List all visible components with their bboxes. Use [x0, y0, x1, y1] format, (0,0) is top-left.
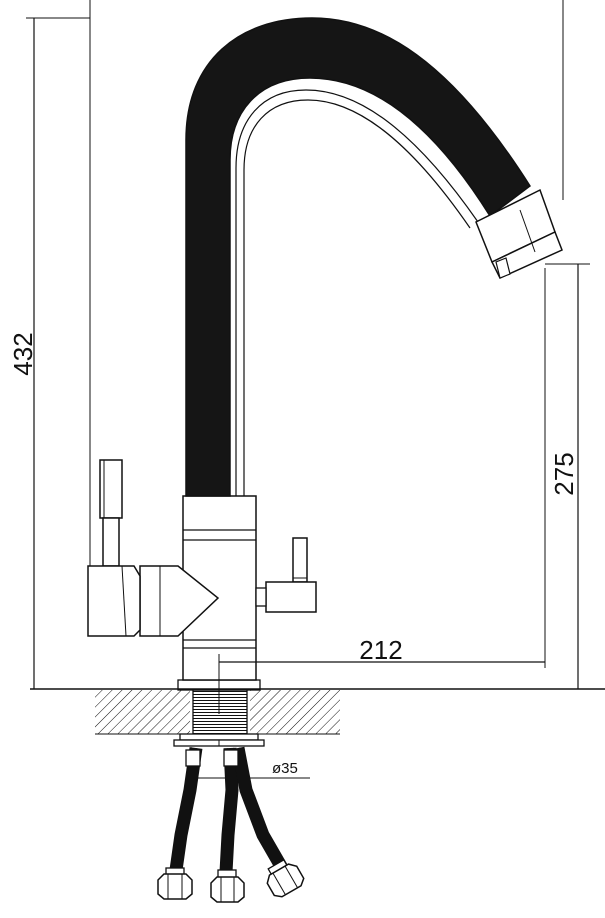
- right-filter-handle: [255, 537, 317, 613]
- spout: [185, 17, 563, 497]
- left-lever-handle: [87, 459, 141, 637]
- supply-hoses: [157, 746, 305, 903]
- hose-nut-right: [266, 859, 305, 898]
- dim-spout-reach-label: 212: [359, 635, 402, 665]
- dim-hole-diameter-label: ø35: [272, 760, 298, 777]
- dimension-lines: [26, 0, 590, 786]
- mounting-shank: [173, 679, 265, 747]
- dim-spout-height-label: 275: [549, 452, 579, 495]
- dim-total-height-label: 432: [8, 332, 38, 375]
- countertop-section: [30, 688, 605, 735]
- spout-head: [475, 188, 563, 279]
- hose-nut-left: [157, 867, 193, 900]
- faucet-body: [139, 495, 257, 681]
- hose-nut-center: [210, 869, 245, 903]
